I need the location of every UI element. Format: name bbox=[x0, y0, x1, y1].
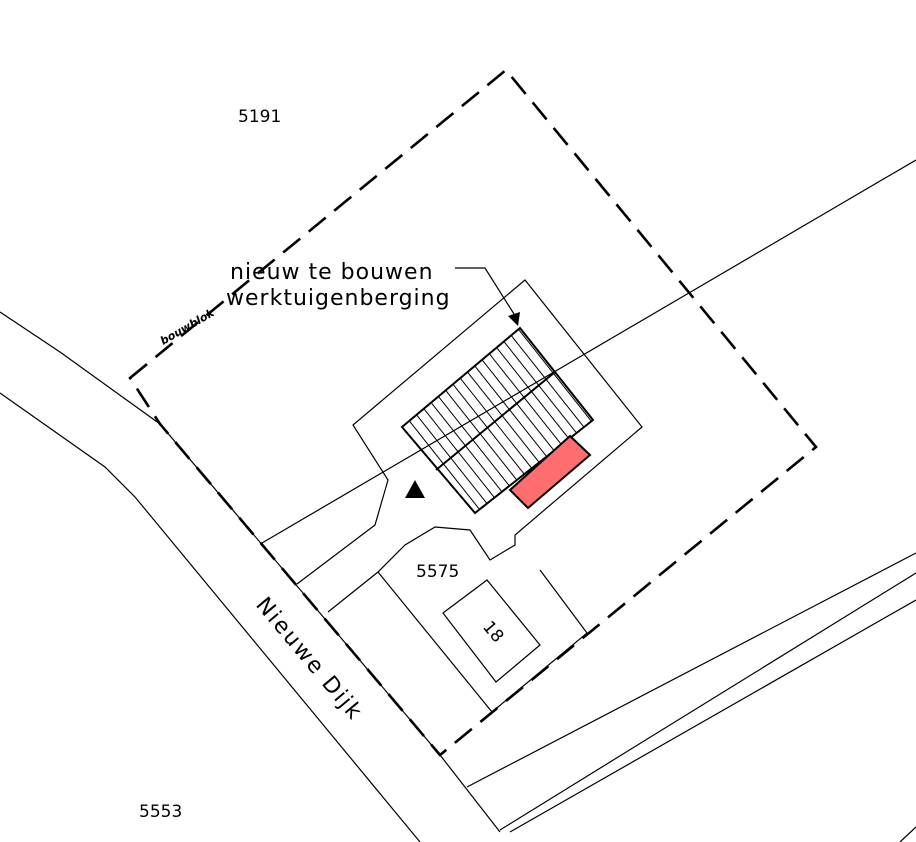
hatch-line bbox=[491, 328, 592, 452]
hatch-line bbox=[505, 328, 593, 440]
street-name: Nieuwe Dijk bbox=[250, 593, 367, 726]
annotation-arrowhead bbox=[508, 312, 520, 326]
house-number: 18 bbox=[478, 617, 507, 646]
parcel-number-southwest: 5553 bbox=[139, 802, 182, 822]
cadastral-line-southeast-2 bbox=[499, 572, 916, 831]
cadastral-line-southeast-3 bbox=[509, 599, 916, 833]
yard-outline bbox=[296, 279, 643, 613]
hatch-line bbox=[483, 331, 585, 459]
hatch-line bbox=[520, 328, 593, 428]
triangle-up-icon bbox=[405, 480, 425, 498]
hatch-line bbox=[476, 337, 578, 465]
house-lot-outline bbox=[377, 569, 588, 713]
parcel-number-north: 5191 bbox=[238, 107, 281, 127]
hatch-line bbox=[425, 380, 527, 507]
existing-house bbox=[442, 579, 541, 683]
cadastral-line-southeast-1 bbox=[466, 552, 916, 788]
parcel-number-site: 5575 bbox=[416, 562, 459, 582]
annotation-leader bbox=[455, 267, 515, 315]
hatch-line bbox=[454, 356, 556, 483]
hatch-line bbox=[469, 343, 570, 471]
cadastral-line-corner bbox=[899, 826, 916, 842]
hatch-line bbox=[402, 404, 498, 513]
new-building bbox=[400, 326, 595, 515]
cadastral-line-diagonal bbox=[261, 159, 916, 544]
hatch-line bbox=[498, 328, 593, 446]
hatch-line bbox=[403, 398, 505, 513]
annotation-line-1: nieuw te bouwen bbox=[230, 260, 434, 285]
hatch-line bbox=[440, 368, 541, 495]
road-edge-lower bbox=[0, 392, 421, 842]
building-block-label: bouwblok bbox=[158, 306, 217, 348]
hatch-line bbox=[447, 362, 548, 489]
highlighted-extension bbox=[508, 434, 592, 510]
hatch-line bbox=[512, 328, 593, 434]
building-block-boundary bbox=[128, 68, 818, 757]
annotation-line-2: werktuigenberging bbox=[226, 286, 451, 311]
hatch-line bbox=[461, 349, 563, 477]
hatch-line bbox=[418, 386, 519, 513]
